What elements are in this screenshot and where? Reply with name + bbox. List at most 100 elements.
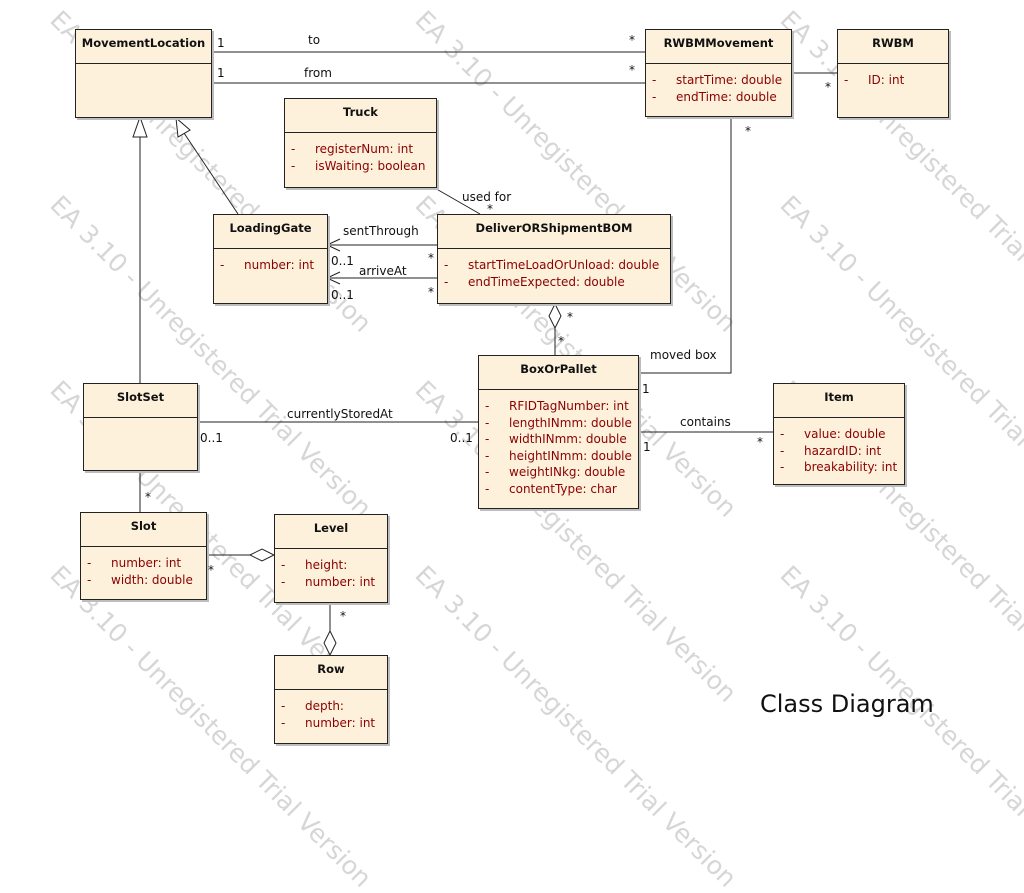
class-movement-location[interactable]: MovementLocation — [75, 29, 212, 118]
mult-stored-slotset: 0..1 — [200, 431, 223, 445]
mult-used-for: * — [487, 202, 493, 216]
class-attributes: -RFIDTagNumber: int-lengthINmm: double-w… — [479, 390, 638, 497]
class-name: Slot — [81, 513, 206, 547]
class-attribute: - startTimeLoadOrUnload: double — [444, 257, 666, 274]
class-deliver-or-shipment-bom[interactable]: DeliverORShipmentBOM -startTimeLoadOrUnl… — [437, 214, 671, 304]
class-attributes: -registerNum: int-isWaiting: boolean — [285, 133, 436, 174]
attribute-visibility: - — [485, 481, 490, 496]
mult-bom-aggregation: * — [567, 310, 573, 324]
class-attribute: -breakability: int — [780, 459, 900, 476]
attribute-visibility: - — [780, 427, 785, 441]
mult-sent-through-gate: 0..1 — [331, 254, 354, 268]
attribute-text: depth: — [305, 699, 344, 713]
class-attribute: - width: double — [87, 572, 202, 589]
aggr-slot-level-diamond — [248, 548, 276, 562]
attribute-text: endTimeExpected: double — [468, 274, 625, 289]
class-attributes — [76, 64, 211, 72]
attribute-text: startTime: double — [676, 73, 783, 87]
attribute-text: endTime: double — [676, 89, 777, 104]
class-attributes: -number: int — [214, 249, 327, 274]
class-level[interactable]: Level -height:-number: int — [274, 514, 388, 603]
gen-loadinggate-triangle — [175, 116, 191, 138]
mult-stored-box: 0..1 — [450, 431, 473, 445]
class-attribute: -heightINmm: double — [485, 448, 634, 465]
class-attribute: -isWaiting: boolean — [291, 158, 432, 175]
attribute-visibility: - — [281, 574, 286, 589]
attribute-text: hazardID: int — [804, 443, 882, 458]
attribute-visibility: - — [444, 258, 449, 272]
class-attribute: -number: int — [220, 257, 323, 274]
class-attribute: -number: int — [281, 574, 383, 591]
mult-contains-item: * — [757, 435, 763, 449]
class-name: Truck — [285, 99, 436, 133]
class-rwbm-movement[interactable]: RWBMMovement -startTime: double-endTime:… — [645, 29, 792, 117]
attribute-text: value: double — [804, 427, 886, 441]
aggr-level-row-diamond — [323, 629, 337, 657]
mult-arrive-at-gate: 0..1 — [331, 288, 354, 302]
attribute-text: lengthINmm: double — [509, 415, 632, 430]
attribute-visibility: - — [444, 274, 449, 289]
label-contains: contains — [680, 415, 731, 429]
class-attribute: - hazardID: int — [780, 443, 900, 460]
class-attribute: -RFIDTagNumber: int — [485, 398, 634, 415]
assoc-moved-box-line — [638, 117, 732, 374]
class-name: Item — [774, 384, 904, 418]
attribute-visibility: - — [844, 73, 849, 87]
attribute-visibility: - — [485, 432, 490, 446]
class-attribute: -height: — [281, 557, 383, 574]
class-rwbm[interactable]: RWBM -ID: int — [837, 29, 949, 118]
label-moved-box: moved box — [650, 348, 717, 362]
attribute-visibility: - — [652, 89, 657, 104]
attribute-text: width: double — [111, 572, 193, 587]
mult-slotset-slot: * — [145, 490, 151, 504]
attribute-visibility: - — [485, 415, 490, 430]
attribute-text: ID: int — [868, 73, 905, 87]
class-name: Level — [275, 515, 387, 549]
attribute-text: number: int — [244, 258, 315, 272]
mult-level-row: * — [340, 609, 346, 623]
mult-from-source: 1 — [217, 66, 225, 80]
attribute-text: isWaiting: boolean — [315, 158, 426, 173]
attribute-visibility: - — [780, 460, 785, 474]
class-name: LoadingGate — [214, 215, 327, 249]
assoc-used-for-line — [432, 186, 481, 215]
class-name: MovementLocation — [76, 30, 211, 64]
class-attributes: -startTime: double- endTime: double — [646, 64, 791, 105]
class-row[interactable]: Row -depth:-number: int — [274, 655, 388, 744]
class-attribute: - number: int — [87, 555, 202, 572]
class-attribute: -weightINkg: double — [485, 464, 634, 481]
attribute-text: number: int — [111, 556, 182, 570]
class-name: SlotSet — [84, 384, 197, 418]
class-attributes: -height:-number: int — [275, 549, 387, 590]
class-attributes: - startTimeLoadOrUnload: double - endTimeEx… — [438, 249, 670, 290]
mult-contains-box: 1 — [643, 440, 651, 454]
mult-sent-through-bom: * — [428, 251, 434, 265]
attribute-visibility: - — [87, 556, 92, 570]
diagram-title: Class Diagram — [760, 690, 934, 718]
class-attribute: - depth: — [281, 698, 383, 715]
attribute-visibility: - — [281, 699, 286, 713]
class-attribute: - endTime: double — [652, 89, 787, 106]
attribute-text: registerNum: int — [315, 142, 414, 156]
gen-loadinggate-line — [183, 132, 239, 215]
class-attribute: -registerNum: int — [291, 141, 432, 158]
label-from: from — [304, 66, 332, 80]
mult-arrive-at-bom: * — [428, 285, 434, 299]
attribute-text: startTimeLoadOrUnload: double — [468, 258, 660, 272]
class-slot[interactable]: Slot - number: int - width: double — [80, 512, 207, 600]
class-truck[interactable]: Truck -registerNum: int-isWaiting: boole… — [284, 98, 437, 188]
attribute-visibility: - — [780, 443, 785, 458]
attribute-text: RFIDTagNumber: int — [509, 399, 629, 413]
class-box-or-pallet[interactable]: BoxOrPallet -RFIDTagNumber: int-lengthIN… — [478, 355, 639, 509]
class-attributes: - value: double - hazardID: int-breakabilit… — [774, 418, 904, 476]
attribute-text: weightINkg: double — [509, 465, 626, 479]
attribute-visibility: - — [281, 558, 286, 572]
class-attribute: - ID: int — [844, 72, 944, 89]
class-slot-set[interactable]: SlotSet — [83, 383, 198, 471]
class-loading-gate[interactable]: LoadingGate -number: int — [213, 214, 328, 304]
class-item[interactable]: Item - value: double - hazardID: int-breaka… — [773, 383, 905, 485]
attribute-visibility: - — [87, 572, 92, 587]
attribute-visibility: - — [485, 448, 490, 463]
class-attribute: -startTime: double — [652, 72, 787, 89]
